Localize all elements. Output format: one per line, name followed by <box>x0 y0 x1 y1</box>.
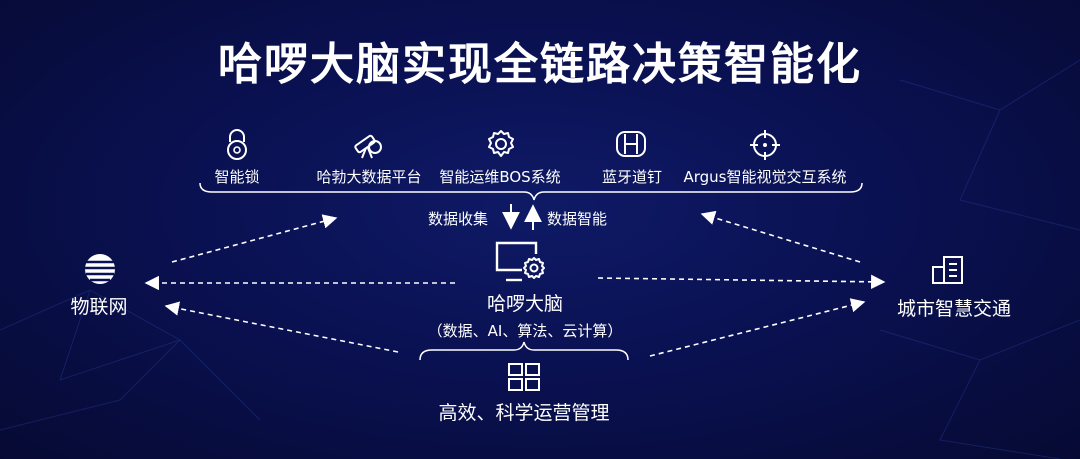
crosshair-icon <box>748 128 782 162</box>
grid-icon <box>507 362 541 392</box>
building-icon <box>930 254 966 286</box>
page-title: 哈啰大脑实现全链路决策智能化 <box>218 39 862 90</box>
bottom-node-label: 高效、科学运营管理 <box>438 402 610 424</box>
lock-icon <box>222 128 252 162</box>
right-node-label: 城市智慧交通 <box>896 298 1012 320</box>
left-node-label: 物联网 <box>70 296 128 318</box>
road-stud-icon <box>614 128 648 160</box>
center-node-sublabel: （数据、AI、算法、云计算） <box>427 322 623 340</box>
center-node-label: 哈啰大脑 <box>486 293 564 315</box>
top-item-label: 智能运维BOS系统 <box>439 168 561 186</box>
data-intelligence-label: 数据智能 <box>547 210 608 228</box>
globe-icon <box>82 252 118 286</box>
top-item-label: 智能锁 <box>214 168 260 186</box>
top-item-label: 蓝牙道钉 <box>601 168 663 186</box>
gear-icon <box>485 128 517 160</box>
top-item-label: Argus智能视觉交互系统 <box>683 168 847 186</box>
data-collect-label: 数据收集 <box>428 210 489 228</box>
telescope-icon <box>352 130 384 160</box>
monitor-gear-icon <box>492 240 552 284</box>
top-item-label: 哈勃大数据平台 <box>316 168 422 186</box>
